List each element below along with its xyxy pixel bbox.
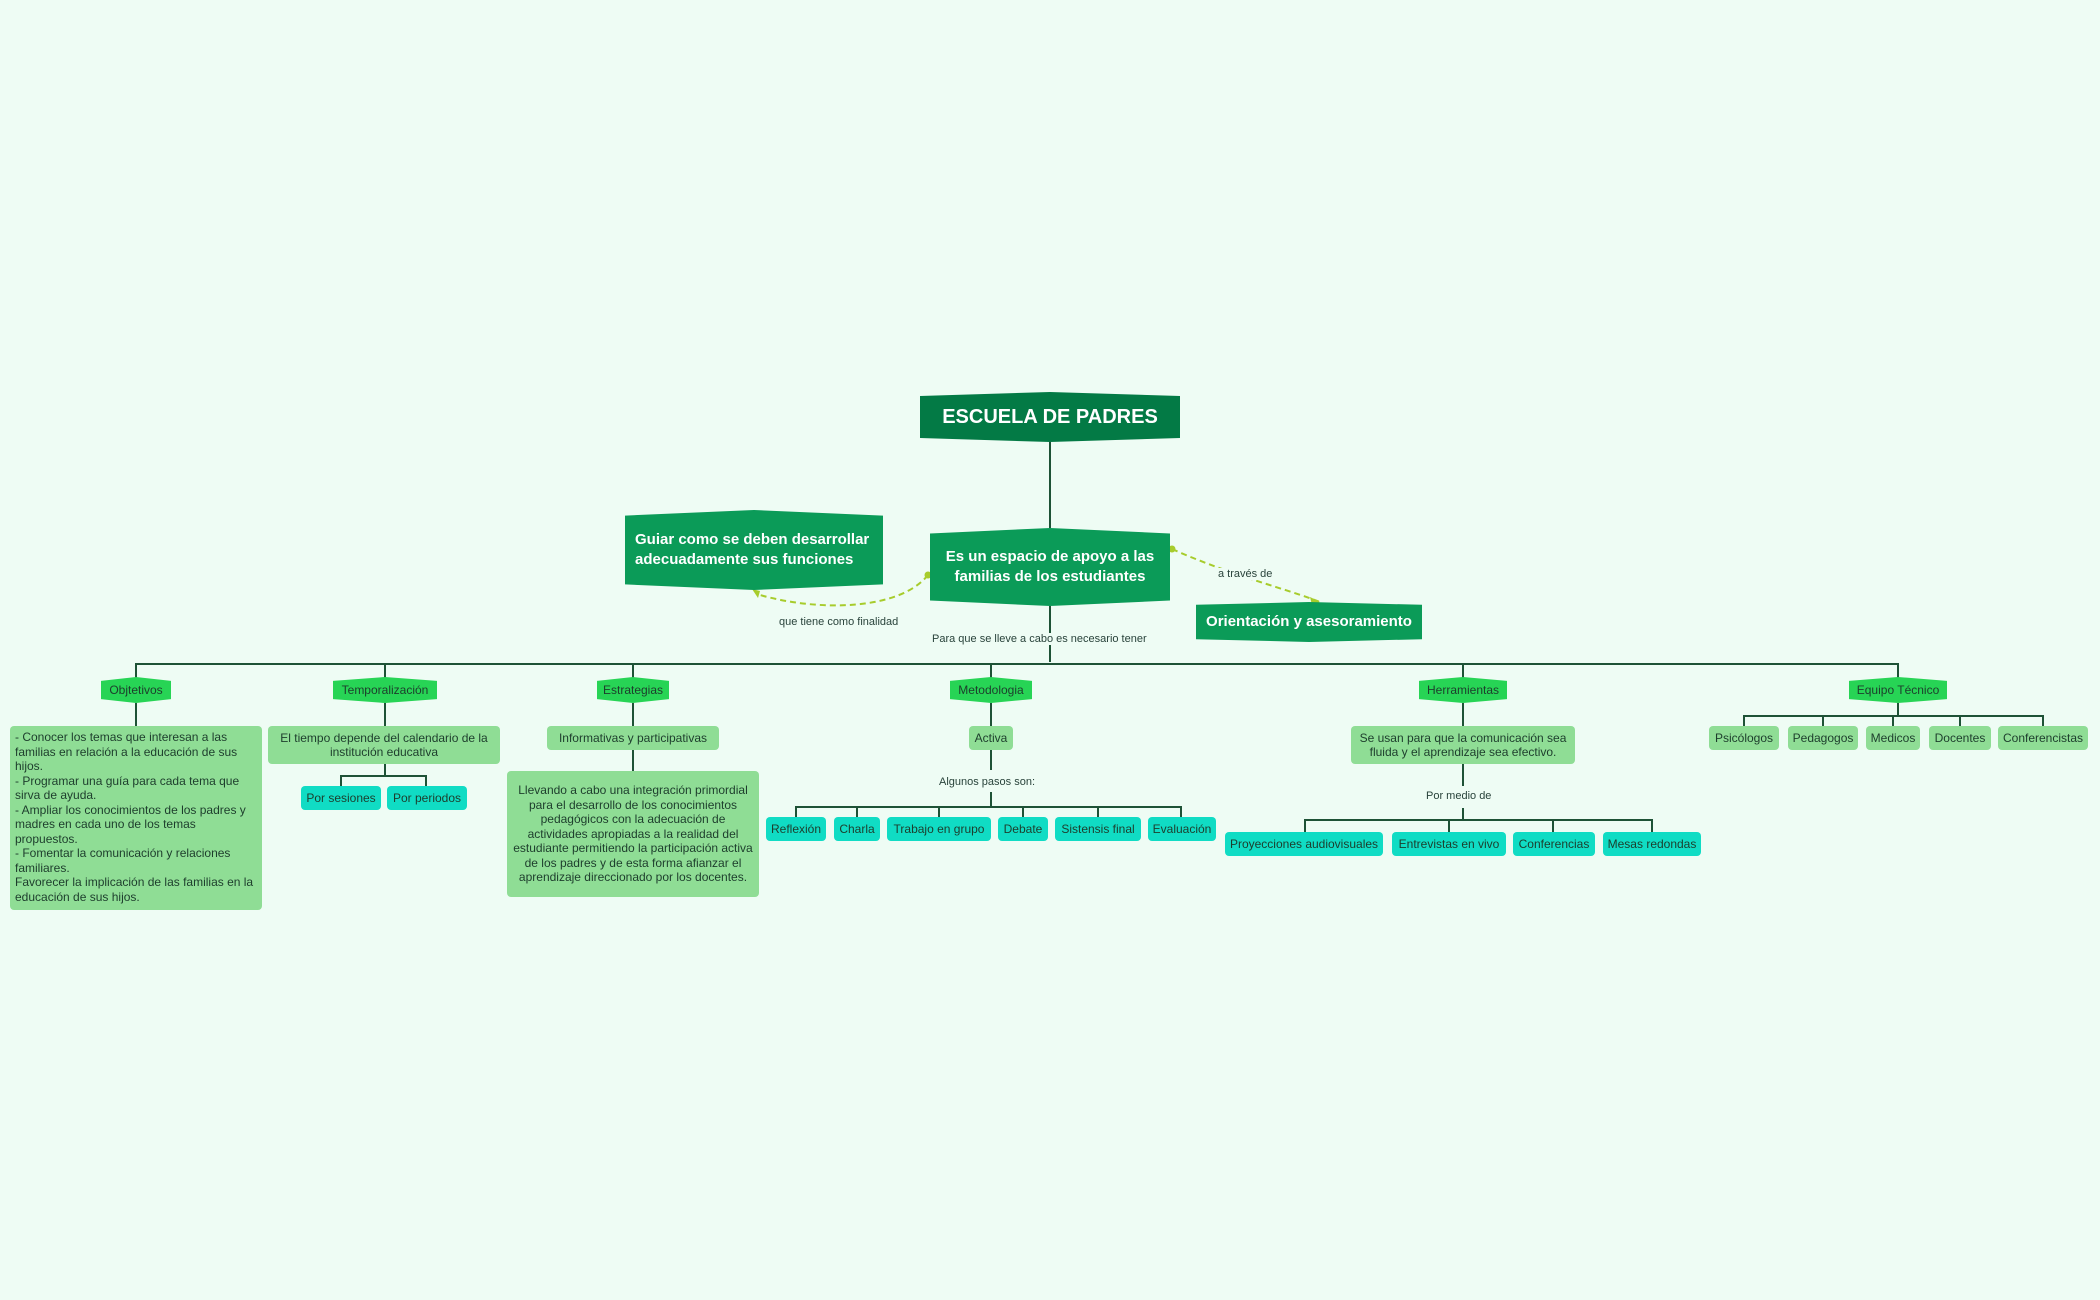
leaf-sintesis-final[interactable]: Sistensis final xyxy=(1055,817,1141,841)
equipo-docentes[interactable]: Docentes xyxy=(1929,726,1991,750)
equipo-medicos[interactable]: Medicos xyxy=(1866,726,1920,750)
link-label-medio: Por medio de xyxy=(1423,790,1495,802)
leaf-proyecciones[interactable]: Proyecciones audiovisuales xyxy=(1225,832,1383,856)
leaf-evaluacion[interactable]: Evaluación xyxy=(1148,817,1216,841)
root-node[interactable]: ESCUELA DE PADRES xyxy=(920,392,1180,442)
center-node[interactable]: Es un espacio de apoyo a las familias de… xyxy=(930,528,1170,606)
objetivo-item: Favorecer la implicación de las familias… xyxy=(15,875,254,904)
objetivo-item: - Ampliar los conocimientos de los padre… xyxy=(15,802,246,846)
side-right-node[interactable]: Orientación y asesoramiento xyxy=(1196,602,1422,642)
category-herramientas[interactable]: Herramientas xyxy=(1419,677,1507,703)
metodologia-type[interactable]: Activa xyxy=(969,726,1013,750)
category-metodologia[interactable]: Metodologia xyxy=(950,677,1032,703)
objetivo-item: - Conocer los temas que interesan a las … xyxy=(15,730,238,773)
leaf-charla[interactable]: Charla xyxy=(834,817,880,841)
leaf-mesas-redondas[interactable]: Mesas redondas xyxy=(1603,832,1701,856)
objetivos-detail[interactable]: - Conocer los temas que interesan a las … xyxy=(10,726,262,910)
category-equipo-tecnico[interactable]: Equipo Técnico xyxy=(1849,677,1947,703)
estrategias-detail[interactable]: Llevando a cabo una integración primordi… xyxy=(507,771,759,897)
leaf-trabajo-en-grupo[interactable]: Trabajo en grupo xyxy=(887,817,991,841)
temporalizacion-detail[interactable]: El tiempo depende del calendario de la i… xyxy=(268,726,500,764)
side-left-node[interactable]: Guiar como se deben desarrollar adecuada… xyxy=(625,510,883,590)
link-label-necesario: Para que se lleve a cabo es necesario te… xyxy=(929,633,1150,645)
leaf-reflexion[interactable]: Reflexión xyxy=(766,817,826,841)
leaf-conferencias[interactable]: Conferencias xyxy=(1513,832,1595,856)
equipo-conferencistas[interactable]: Conferencistas xyxy=(1998,726,2088,750)
link-label-traves: a través de xyxy=(1215,568,1276,580)
equipo-psicologos[interactable]: Psicólogos xyxy=(1709,726,1779,750)
link-label-pasos: Algunos pasos son: xyxy=(936,776,1039,788)
leaf-debate[interactable]: Debate xyxy=(998,817,1048,841)
estrategias-type[interactable]: Informativas y participativas xyxy=(547,726,719,750)
leaf-por-sesiones[interactable]: Por sesiones xyxy=(301,786,381,810)
leaf-por-periodos[interactable]: Por periodos xyxy=(387,786,467,810)
herramientas-detail[interactable]: Se usan para que la comunicación sea flu… xyxy=(1351,726,1575,764)
category-temporalizacion[interactable]: Temporalización xyxy=(333,677,437,703)
leaf-entrevistas[interactable]: Entrevistas en vivo xyxy=(1392,832,1506,856)
objetivo-item: - Fomentar la comunicación y relaciones … xyxy=(15,846,231,875)
category-objetivos[interactable]: Objtetivos xyxy=(101,677,171,703)
link-label-finalidad: que tiene como finalidad xyxy=(776,616,902,628)
equipo-pedagogos[interactable]: Pedagogos xyxy=(1788,726,1858,750)
category-estrategias[interactable]: Estrategias xyxy=(597,677,669,703)
objetivo-item: - Programar una guía para cada tema que … xyxy=(15,773,240,803)
